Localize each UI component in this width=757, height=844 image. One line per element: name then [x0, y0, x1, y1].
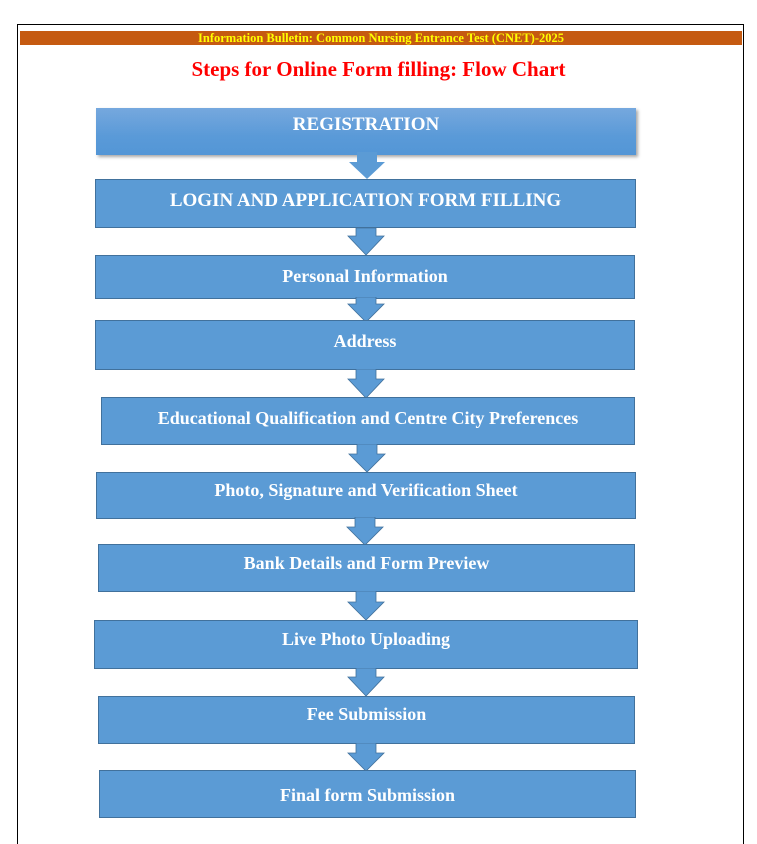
- arrow-down-icon: [346, 297, 386, 323]
- page-title: Steps for Online Form filling: Flow Char…: [191, 57, 566, 81]
- step-bank-details-form-preview: Bank Details and Form Preview: [98, 544, 635, 592]
- step-label: Bank Details and Form Preview: [243, 553, 490, 573]
- page-frame: [17, 24, 744, 844]
- arrow-down-icon: [347, 152, 387, 180]
- arrow-down-icon: [346, 591, 386, 621]
- step-personal-information: Personal Information: [95, 255, 635, 299]
- step-label: LOGIN AND APPLICATION FORM FILLING: [169, 190, 562, 211]
- step-educational-qualification: Educational Qualification and Centre Cit…: [101, 397, 635, 445]
- step-label: Educational Qualification and Centre Cit…: [157, 408, 579, 428]
- step-label: REGISTRATION: [292, 114, 440, 135]
- step-label: Fee Submission: [306, 704, 427, 724]
- step-final-form-submission: Final form Submission: [99, 770, 636, 818]
- step-fee-submission: Fee Submission: [98, 696, 635, 744]
- step-live-photo-uploading: Live Photo Uploading: [94, 620, 638, 669]
- arrow-down-icon: [345, 517, 385, 546]
- step-registration: REGISTRATION: [96, 108, 636, 155]
- bulletin-header-bar: Information Bulletin: Common Nursing Ent…: [20, 31, 742, 45]
- arrow-down-icon: [346, 369, 386, 399]
- arrow-down-icon: [347, 444, 387, 473]
- arrow-down-icon: [346, 668, 386, 697]
- step-label: Personal Information: [282, 266, 448, 286]
- step-label: Final form Submission: [279, 785, 456, 805]
- step-login-application-form: LOGIN AND APPLICATION FORM FILLING: [95, 179, 636, 228]
- step-label: Photo, Signature and Verification Sheet: [214, 480, 518, 500]
- step-label: Address: [333, 331, 397, 351]
- step-photo-signature-verification: Photo, Signature and Verification Sheet: [96, 472, 636, 519]
- arrow-down-icon: [346, 743, 386, 772]
- bulletin-title: Information Bulletin: Common Nursing Ent…: [198, 31, 564, 45]
- step-label: Live Photo Uploading: [281, 629, 451, 649]
- arrow-down-icon: [346, 228, 386, 256]
- step-address: Address: [95, 320, 635, 370]
